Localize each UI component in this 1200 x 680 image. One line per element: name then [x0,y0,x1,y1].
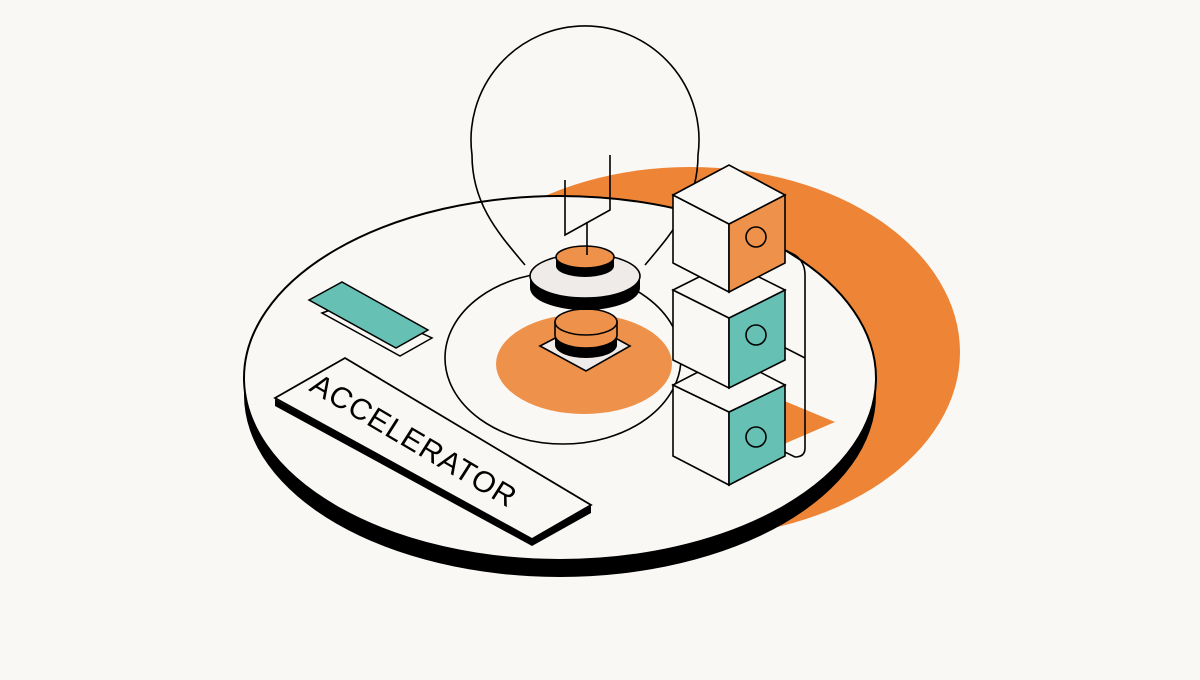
cube-top [671,164,787,294]
port-icon [745,226,767,248]
bulb-socket [529,245,641,310]
port-icon [745,426,767,448]
cube-stack [671,164,787,487]
lower-puck [554,308,618,358]
orange-triangle [770,395,835,450]
light-bulb [470,25,700,266]
teal-card [307,281,434,357]
port-icon [745,324,767,346]
